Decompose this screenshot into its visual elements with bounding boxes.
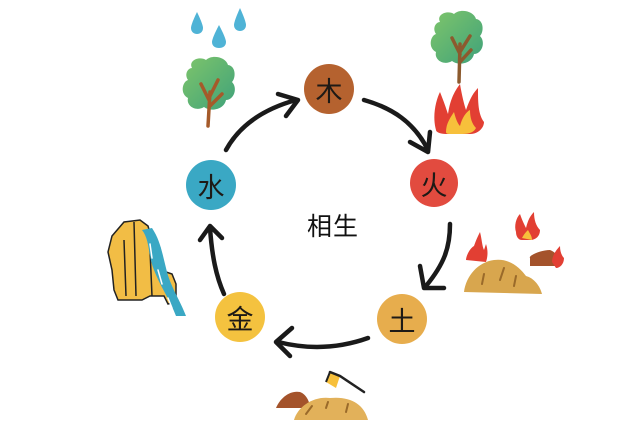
burnt-earth-icon [464,212,564,294]
arrow-water-to-wood [223,91,301,153]
shovel-earth-icon [276,370,368,420]
element-label-water: 水 [197,172,225,204]
element-node-fire: 火 [410,159,458,207]
element-node-water: 水 [186,160,236,210]
tree-icon-left [182,56,235,128]
diagram-title: 相生 [306,212,359,241]
arrow-wood-to-fire [361,97,433,155]
element-node-metal: 金 [215,292,265,342]
arrow-metal-to-water [197,223,227,297]
element-label-wood: 木 [315,76,343,108]
element-node-earth: 土 [377,294,427,344]
arrow-earth-to-metal [273,325,371,359]
waterfall-rock-icon [107,219,186,316]
arrow-fire-to-earth [417,221,453,291]
element-label-metal: 金 [226,304,254,336]
element-node-wood: 木 [304,64,354,114]
fire-icon [434,84,484,134]
rain-drops-icon [191,8,246,48]
element-label-earth: 土 [388,306,416,338]
element-label-fire: 火 [420,170,448,202]
tree-icon-right [430,10,483,84]
